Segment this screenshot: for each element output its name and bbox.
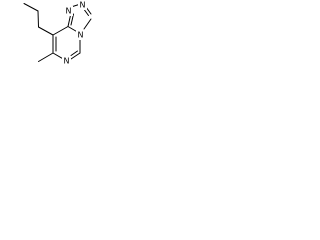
bond-c7-n6: [52, 52, 64, 60]
atom-n4-bg: [62, 56, 71, 66]
atom-n4-label: N: [64, 57, 70, 66]
bond-n6-c5: [70, 52, 81, 60]
bond-propyl-ch2-ch2: [37, 10, 39, 28]
atom-n1-bg: [64, 6, 73, 16]
molecule-structure-diagram: N N N N: [23, 0, 92, 66]
atom-n3-label: N: [78, 31, 84, 40]
bond-n6-c5-inner: [70, 50, 78, 56]
atom-n1-label: N: [66, 7, 72, 16]
bond-n2-c3-inner: [84, 9, 89, 16]
bond-c3-n4: [83, 18, 92, 30]
bond-n4-c8a: [67, 26, 78, 33]
atom-n3-bg: [76, 30, 85, 40]
bond-methyl-to-ring: [38, 52, 54, 62]
bond-propyl-to-ring: [38, 26, 54, 36]
bond-c8a-n1-inner: [70, 13, 74, 26]
atom-n2-bg: [78, 0, 87, 10]
atom-n2-label: N: [80, 1, 86, 10]
bond-propyl-ch3-ch2: [23, 3, 39, 12]
bond-c8a-c8: [52, 26, 69, 36]
